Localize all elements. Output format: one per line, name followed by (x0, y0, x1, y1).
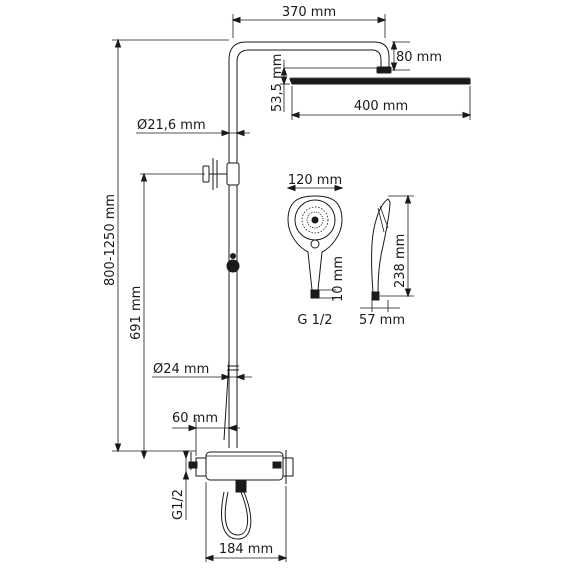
diverter-knob (226, 259, 240, 273)
dim-handshower-width-label: 120 mm (288, 173, 342, 188)
dim-inlet-thread: G1/2 (171, 450, 190, 520)
dim-upper-pipe-diameter-label: Ø21,6 mm (137, 118, 206, 133)
rain-shower-head (289, 77, 471, 85)
dim-top-arm-label: 370 mm (282, 5, 336, 20)
thermostatic-mixer (188, 450, 294, 493)
handshower-side-view (371, 198, 391, 301)
handshower-slider-bracket (202, 158, 240, 190)
dim-total-height-label: 800-1250 mm (103, 194, 118, 286)
dim-handshower-connector-label: 10 mm (331, 256, 346, 302)
dim-lower-pipe-diameter: Ø24 mm (152, 362, 252, 381)
dim-top-arm: 370 mm (231, 5, 387, 38)
dim-handshower-length-label: 238 mm (393, 234, 408, 288)
dim-arm-drop: 80 mm (390, 40, 442, 72)
dim-mixer-width: 184 mm (204, 482, 288, 562)
dim-handshower-width: 120 mm (286, 173, 344, 192)
dim-handshower-depth: 57 mm (359, 300, 405, 328)
dim-inlet-thread-label: G1/2 (171, 489, 186, 520)
dim-head-width-label: 400 mm (354, 99, 408, 114)
dim-handshower-depth-label: 57 mm (359, 313, 405, 328)
dim-handshower-length: 238 mm (380, 194, 414, 298)
handshower-front-view (287, 195, 343, 299)
dim-bracket-height: 691 mm (129, 172, 205, 460)
dim-lower-pipe-diameter-label: Ø24 mm (153, 362, 209, 377)
dim-bracket-height-label: 691 mm (129, 286, 144, 340)
dim-handshower-thread-label: G 1/2 (297, 313, 332, 328)
dim-total-height: 800-1250 mm (103, 38, 229, 453)
dim-head-width: 400 mm (290, 86, 472, 120)
head-connector (376, 66, 392, 74)
dim-head-height: 53,5 mm (270, 54, 378, 112)
dim-handshower-connector: 10 mm (319, 256, 346, 302)
dim-upper-pipe-diameter: Ø21,6 mm (136, 118, 250, 137)
dim-wall-offset-label: 60 mm (172, 411, 218, 426)
dim-head-height-label: 53,5 mm (270, 54, 285, 112)
shower-hose (224, 491, 249, 536)
dim-wall-offset: 60 mm (172, 411, 240, 456)
dim-mixer-width-label: 184 mm (219, 542, 273, 557)
dim-arm-drop-label: 80 mm (396, 50, 442, 65)
